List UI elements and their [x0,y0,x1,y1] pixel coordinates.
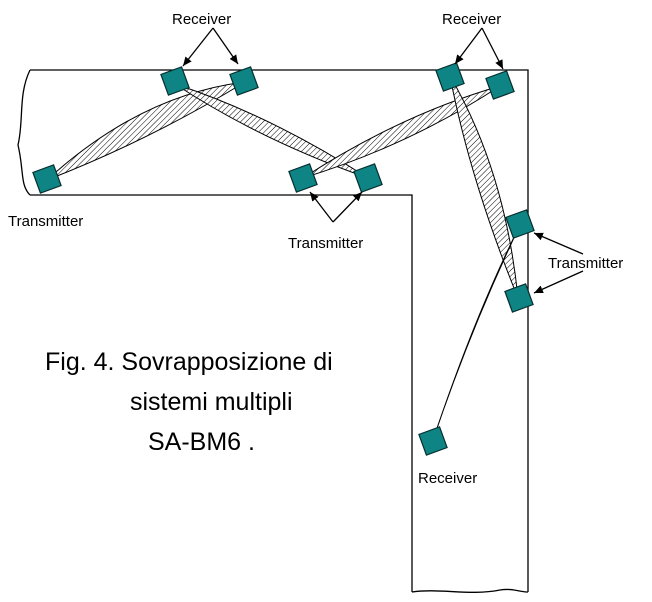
receiver-label-top-right: Receiver [442,11,501,28]
transmitter-label-center: Transmitter [288,235,363,252]
beams [46,75,521,441]
beam-rx-top-to-tx-lower [449,75,519,299]
receiver-top-left-1 [160,66,190,96]
wall-outline [17,69,529,593]
arrow-receiver-left-b [212,27,239,65]
receiver-bottom [418,426,448,456]
transmitter-center-1 [288,163,318,193]
devices [32,62,535,456]
arrow-transmitter-center-b [332,191,363,223]
transmitter-right-2 [504,283,534,313]
arrow-transmitter-center-a [309,191,334,223]
receiver-label-top-left: Receiver [172,11,231,28]
receiver-top-right-2 [485,70,515,100]
caption-line-3: SA-BM6 . [148,428,255,456]
arrow-transmitter-right-a [533,232,584,255]
caption-line-1: Fig. 4. Sovrapposizione di [45,348,333,376]
arrow-receiver-right-a [454,27,483,65]
arrow-receiver-left-a [182,27,214,67]
beam-tx-left-to-rx-right [46,81,246,181]
arrows [182,27,584,294]
transmitter-right-1 [505,209,535,239]
receiver-top-right-1 [435,62,465,92]
caption-line-2: sistemi multipli [130,388,293,416]
arrow-receiver-right-b [481,27,504,70]
transmitter-label-left: Transmitter [8,213,83,230]
receiver-label-bottom: Receiver [418,470,477,487]
receiver-top-left-2 [229,66,259,96]
transmitter-label-right: Transmitter [548,255,623,272]
transmitter-center-2 [353,163,383,193]
arrow-transmitter-right-b [533,270,584,294]
transmitter-left [32,164,62,194]
